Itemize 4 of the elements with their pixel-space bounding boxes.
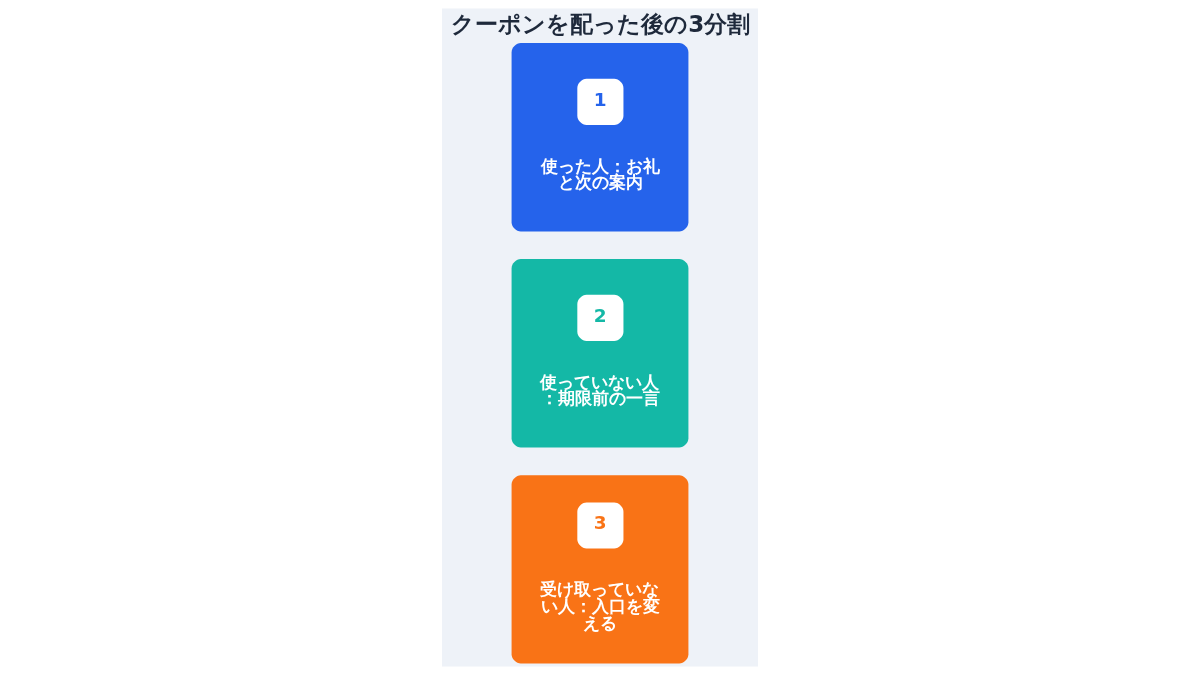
node-box: 3 受け取っていない人：入口を変える <box>511 475 689 664</box>
node-box: 1 使った人：お礼と次の案内 <box>511 43 689 232</box>
diagram-title: クーポンを配った後の3分割 <box>451 11 751 38</box>
node-box: 2 使っていない人：期限前の一言 <box>511 259 689 448</box>
